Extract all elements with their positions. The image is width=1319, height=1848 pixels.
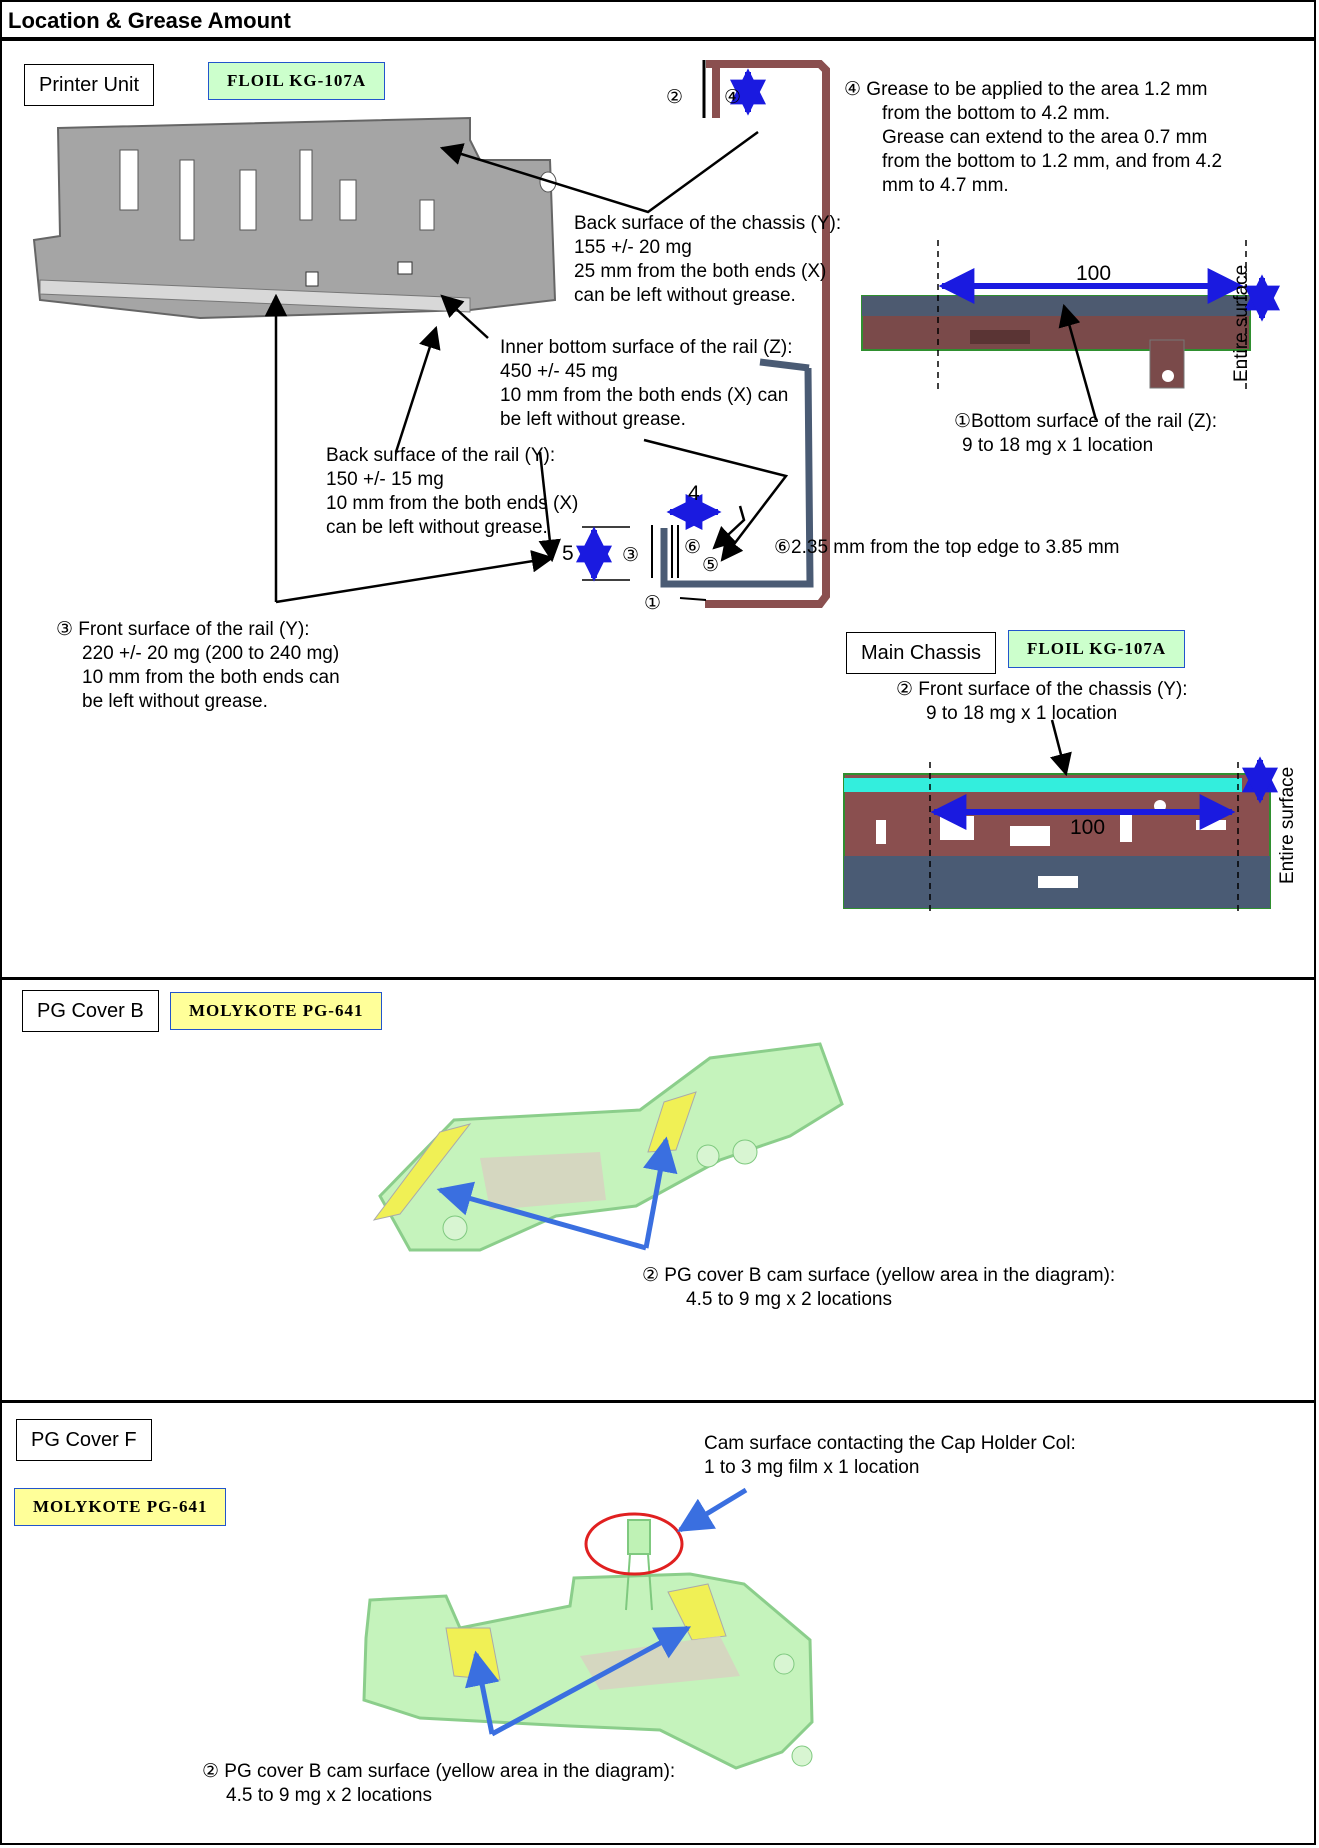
main-chassis-image [843,773,1271,909]
main-chassis-grease-badge: FLOIL KG-107A [1008,630,1186,668]
dim-5: 5 [562,542,574,565]
pg-cover-b-grease-badge: MOLYKOTE PG-641 [170,992,383,1030]
pg-cover-b-label: PG Cover B [22,990,159,1032]
pg-cover-f-label: PG Cover F [16,1419,152,1461]
rail-mark-5: ⑤ [702,555,720,576]
rail-cross-section [582,60,830,608]
rail-mark-6: ⑥ [684,537,702,558]
pg-cover-f-grease-badge: MOLYKOTE PG-641 [14,1488,227,1526]
note-4: ④ Grease to be applied to the area 1.2 m… [844,79,1223,196]
cam-note: Cam surface contacting the Cap Holder Co… [704,1433,1076,1478]
back-rail-note: Back surface of the rail (Y): 150 +/- 15… [326,445,579,538]
printer-unit-image [32,116,557,320]
divider [2,977,1314,980]
rail-mark-4: ④ [724,87,742,108]
rail-bottom-view [861,295,1251,389]
dim-4: 4 [688,482,700,505]
rail-mark-3: ③ [622,545,640,566]
entire-surface-label-main: Entire surface [1277,766,1298,884]
printer-unit-label: Printer Unit [24,64,155,106]
divider [2,37,1314,41]
inner-rail-note: Inner bottom surface of the rail (Z): 45… [500,337,793,430]
note-6: ⑥2.35 mm from the top edge to 3.85 mm [774,537,1120,558]
pg-cover-f-image [362,1519,814,1770]
entire-surface-label-top: Entire surface [1231,264,1252,382]
divider [2,1400,1314,1403]
front-chassis-note: ② Front surface of the chassis (Y): 9 to… [896,679,1188,724]
printer-unit-grease-badge: FLOIL KG-107A [208,62,386,100]
rail-mark-1: ① [644,593,662,614]
rail-mark-2: ② [666,87,684,108]
bottom-rail-note: ①Bottom surface of the rail (Z): 9 to 18… [954,411,1218,456]
dim-100-main: 100 [1070,816,1106,839]
front-rail-note: ③ Front surface of the rail (Y): 220 +/-… [56,619,340,712]
page-title: Location & Grease Amount [8,8,291,33]
pg-cover-b-image [372,1042,844,1252]
pg-cover-b-note: ② PG cover B cam surface (yellow area in… [642,1265,1116,1310]
dim-100-top: 100 [1076,262,1112,285]
back-chassis-note: Back surface of the chassis (Y): 155 +/-… [574,213,842,306]
main-chassis-label: Main Chassis [846,632,997,674]
pg-cover-f-note: ② PG cover B cam surface (yellow area in… [202,1761,676,1806]
